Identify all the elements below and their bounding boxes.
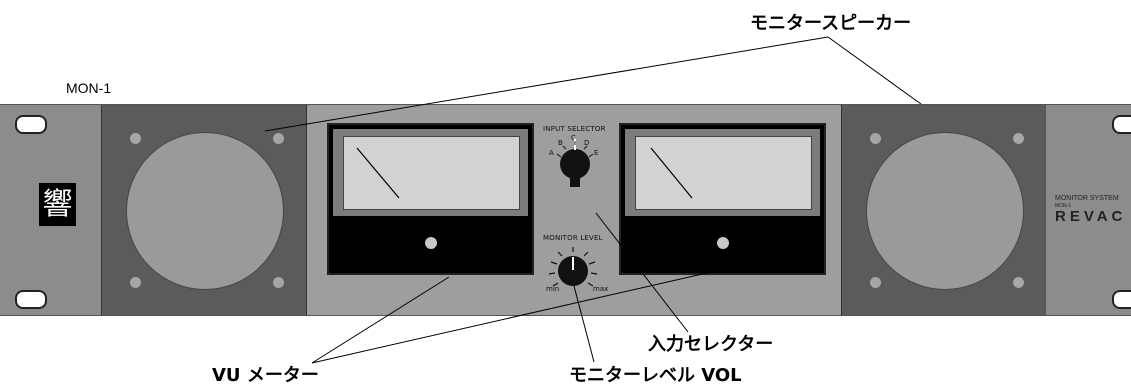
callout-monitor-level-vol: モニターレベル VOL bbox=[569, 365, 742, 386]
speaker-screw bbox=[1013, 277, 1024, 288]
rack-mount-slot bbox=[1112, 115, 1131, 134]
meter-bezel bbox=[625, 129, 820, 216]
level-max-label: max bbox=[593, 285, 609, 293]
model-label: MON-1 bbox=[66, 80, 112, 96]
input-selector-knob-base bbox=[570, 178, 580, 187]
rack-mount-slot bbox=[15, 115, 47, 134]
speaker-screw bbox=[1013, 133, 1024, 144]
speaker-cone bbox=[866, 132, 1024, 290]
model-small-label: MON-1 bbox=[1055, 203, 1072, 209]
speaker-screw bbox=[870, 277, 881, 288]
right-speaker bbox=[841, 105, 1047, 315]
rack-panel: 響 INPUT SELECTOR A B C D E MONITOR LEVEL… bbox=[0, 104, 1131, 316]
left-speaker bbox=[101, 105, 307, 315]
selector-position-e: E bbox=[594, 149, 599, 157]
meter-needle bbox=[356, 147, 400, 199]
speaker-screw bbox=[130, 277, 141, 288]
input-selector-label: INPUT SELECTOR bbox=[543, 125, 606, 133]
rack-mount-slot bbox=[1112, 290, 1131, 309]
left-vu-meter bbox=[327, 123, 534, 275]
selector-position-c: C bbox=[571, 134, 576, 142]
callout-monitor-speaker: モニタースピーカー bbox=[750, 13, 912, 34]
meter-face bbox=[343, 136, 520, 210]
selector-position-a: A bbox=[549, 149, 554, 157]
system-label: MONITOR SYSTEM bbox=[1055, 195, 1119, 202]
meter-bezel bbox=[333, 129, 528, 216]
input-selector-knob[interactable] bbox=[560, 149, 590, 179]
callout-input-selector: 入力セレクター bbox=[648, 334, 774, 355]
logo-emblem: 響 bbox=[39, 183, 76, 226]
left-rack-ear: 響 bbox=[0, 105, 102, 315]
speaker-screw bbox=[273, 133, 284, 144]
speaker-screw bbox=[273, 277, 284, 288]
callout-vu-meter: VU メーター bbox=[212, 365, 319, 386]
speaker-screw bbox=[130, 133, 141, 144]
selector-ticks bbox=[556, 141, 594, 158]
brand-logo: REVAC bbox=[1055, 208, 1127, 225]
meter-needle bbox=[650, 147, 693, 199]
speaker-cone bbox=[126, 132, 284, 290]
rack-mount-slot bbox=[15, 290, 47, 309]
monitor-level-label: MONITOR LEVEL bbox=[543, 234, 603, 242]
right-rack-ear: MONITOR SYSTEM MON-1 REVAC bbox=[1045, 105, 1131, 315]
callout-leaders bbox=[264, 36, 922, 364]
level-ticks bbox=[548, 247, 598, 287]
selector-position-b: B bbox=[558, 139, 563, 147]
level-min-label: min bbox=[546, 285, 560, 293]
selector-position-d: D bbox=[584, 139, 590, 147]
speaker-screw bbox=[870, 133, 881, 144]
meter-face bbox=[635, 136, 812, 210]
meter-zero-screw bbox=[424, 236, 438, 250]
right-vu-meter bbox=[619, 123, 826, 275]
meter-zero-screw bbox=[716, 236, 730, 250]
